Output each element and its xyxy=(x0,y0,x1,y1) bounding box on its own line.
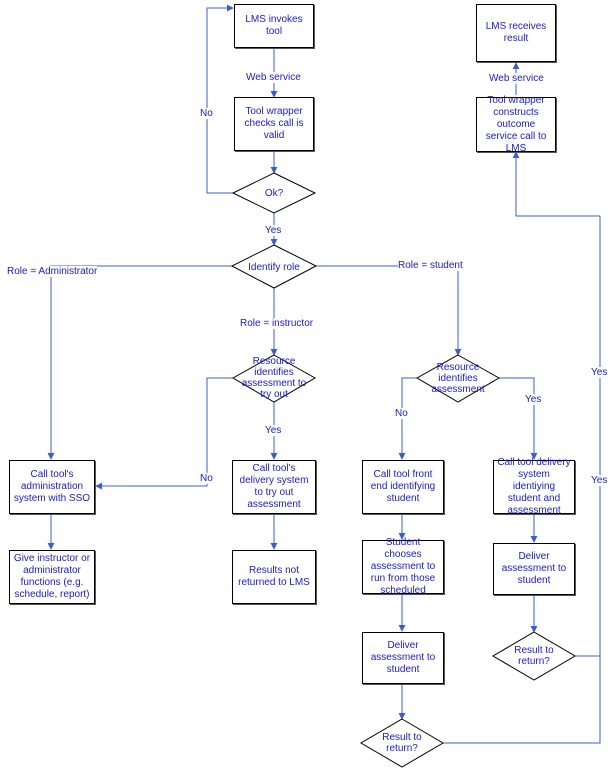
label-yes-ok: Yes xyxy=(265,225,282,236)
node-resource-student: Resource identifies assessment xyxy=(431,361,485,395)
node-identify-role: Identify role xyxy=(248,261,300,273)
label-web-service-1: Web service xyxy=(246,72,301,83)
result-left-diamond-shape xyxy=(360,718,444,768)
label-role-admin: Role = Administrator xyxy=(7,266,98,277)
identify-role-diamond-shape xyxy=(230,244,318,289)
node-result-return-left: Result to return? xyxy=(382,732,422,754)
label-no-ok: No xyxy=(200,108,213,119)
label-no-tryout: No xyxy=(200,473,213,484)
connector-student-no xyxy=(398,377,417,460)
node-delivery-identify: Call tool delivery system identiying stu… xyxy=(493,457,575,516)
result-right-diamond-shape xyxy=(492,631,576,681)
label-yes-right-1: Yes xyxy=(591,367,608,378)
ok-diamond-shape xyxy=(231,172,317,214)
label-web-service-2: Web service xyxy=(489,73,544,84)
node-delivery-tryout: Call tool's delivery system to try out a… xyxy=(232,460,316,514)
node-ok: Ok? xyxy=(264,187,284,199)
node-lms-receives: LMS receives result xyxy=(476,4,556,62)
connector-student-yes xyxy=(499,377,538,460)
node-wrapper-checks: Tool wrapper checks call is valid xyxy=(234,97,314,151)
node-lms-invokes: LMS invokes tool xyxy=(234,4,314,48)
node-deliver-left: Deliver assessment to student xyxy=(362,632,444,684)
connector-to-wrapper xyxy=(512,151,600,217)
node-resource-tryout: Resource identifies assessment to try ou… xyxy=(241,356,307,400)
node-student-chooses: Student chooses assessment to run from t… xyxy=(362,537,444,596)
resource-tryout-diamond-shape xyxy=(231,354,317,403)
label-role-student: Role = student xyxy=(398,260,463,271)
node-admin-functions: Give instructor or administrator functio… xyxy=(9,550,95,604)
node-wrapper-constructs: Tool wrapper constructs outcome service … xyxy=(476,95,556,154)
label-role-instructor: Role = instructor xyxy=(240,318,314,329)
node-results-not-returned: Results not returned to LMS xyxy=(232,550,316,604)
resource-student-diamond-shape xyxy=(415,354,501,403)
label-yes-right-2: Yes xyxy=(591,475,608,486)
connector-result-left-yes xyxy=(443,216,601,744)
node-admin-sso: Call tool's administration system with S… xyxy=(9,460,95,514)
node-deliver-right: Deliver assessment to student xyxy=(493,543,575,595)
connector-tryout-no xyxy=(95,377,233,490)
label-yes-tryout: Yes xyxy=(265,425,282,436)
connector-ok-no-loop xyxy=(206,4,234,194)
label-no-student: No xyxy=(395,408,408,419)
label-yes-student: Yes xyxy=(525,394,542,405)
connector-role-student xyxy=(316,265,462,356)
node-result-return-right: Result to return? xyxy=(514,645,554,667)
node-front-end: Call tool front end identifying student xyxy=(362,460,444,514)
